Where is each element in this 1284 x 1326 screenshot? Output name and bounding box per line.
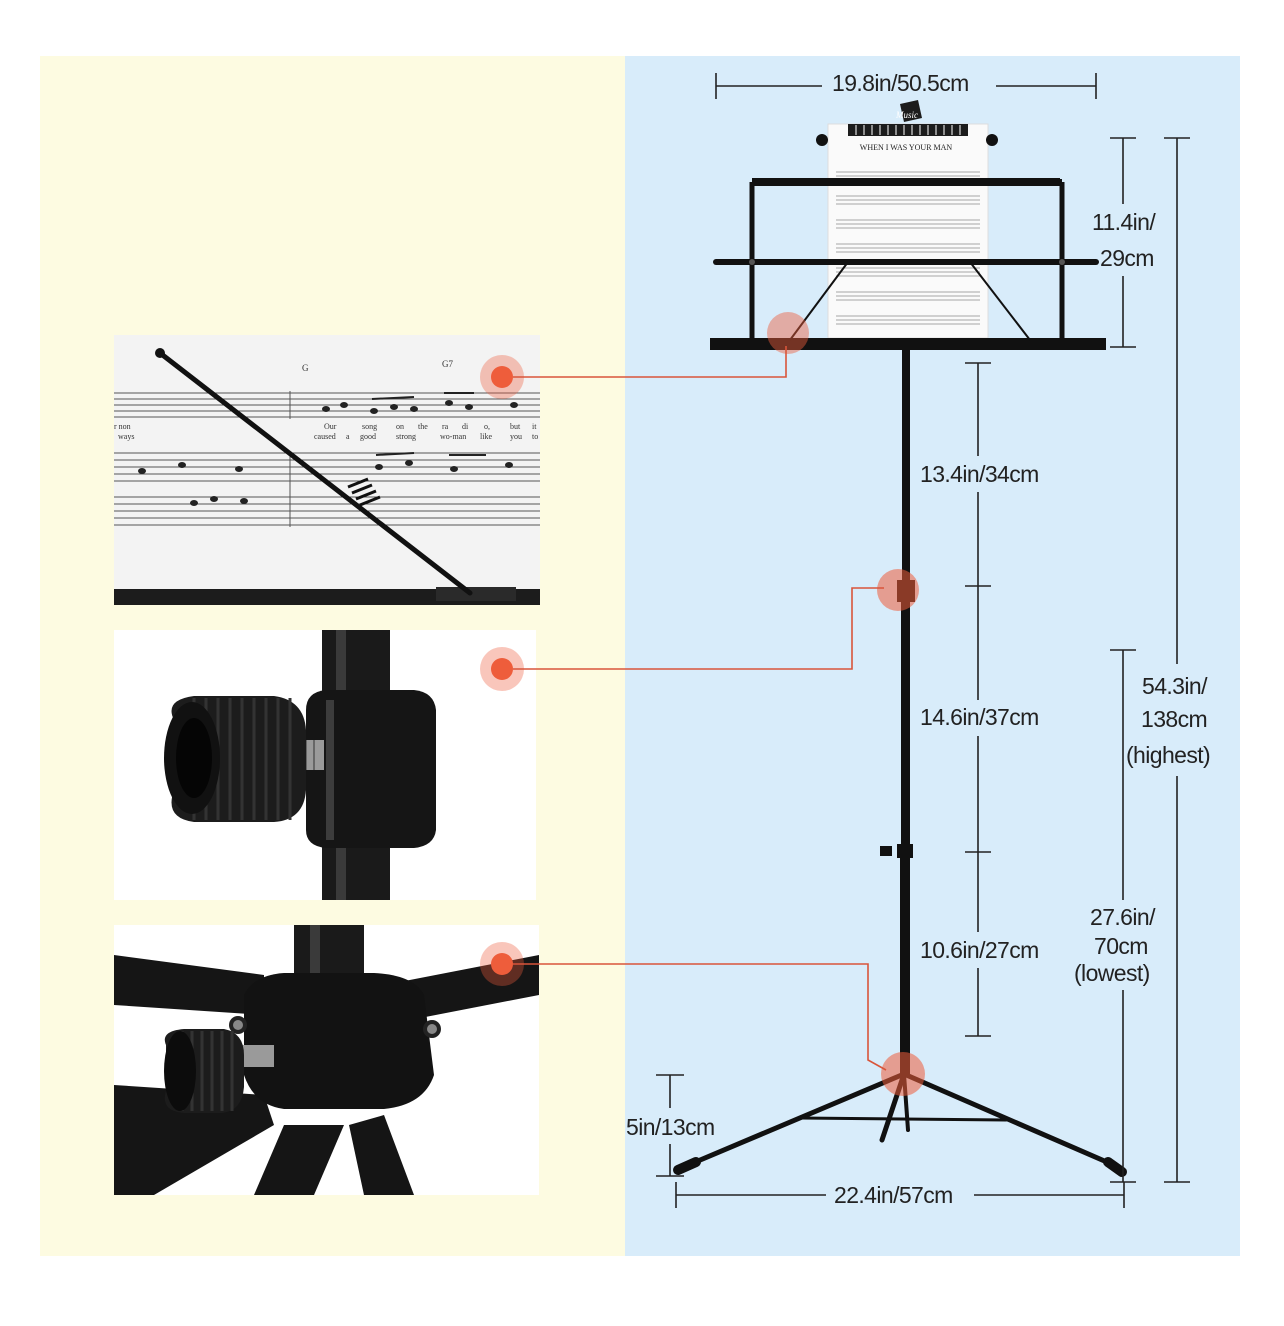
dimension-lower-tube: 10.6in/27cm (920, 937, 1039, 963)
dimension-total-highest-line3: (highest) (1126, 742, 1211, 768)
chord-label-g7: G7 (442, 359, 453, 369)
lyric: but (510, 422, 521, 431)
height-knob-illustration (114, 630, 536, 900)
dimension-upper-tube: 13.4in/34cm (920, 461, 1039, 487)
lyric: good (360, 432, 376, 441)
dimension-leg-height: 5in/13cm (626, 1114, 715, 1140)
dimension-lines (656, 73, 1190, 1208)
marker-height-knob (877, 569, 919, 611)
lyric: it (532, 422, 537, 431)
dimension-middle-tube: 14.6in/37cm (920, 704, 1039, 730)
lyric: you (510, 432, 522, 441)
marker-tripod-joint (881, 1052, 925, 1096)
lyric: song (362, 422, 377, 431)
dimension-total-lowest-line2: 70cm (1094, 933, 1148, 959)
tripod-base (673, 1071, 1127, 1177)
sheet-song-title: WHEN I WAS YOUR MAN (860, 143, 953, 152)
lyric: like (480, 432, 492, 441)
lyric: the (418, 422, 428, 431)
stand-shaft (880, 350, 915, 1074)
sheet-logo: Music (895, 110, 918, 120)
lyric: di (462, 422, 469, 431)
lyric: caused (314, 432, 336, 441)
detail-photo-height-knob (114, 630, 536, 900)
lyric: Our (324, 422, 337, 431)
callout-markers (480, 312, 925, 1096)
lyric: r non (114, 422, 131, 431)
dimension-total-lowest-line3: (lowest) (1074, 960, 1150, 986)
detail-photo-sheet-arm: G G7 r non Our song on the ra di o, but … (114, 335, 540, 605)
marker-desk-arm (767, 312, 809, 354)
dimension-total-highest-line2: 138cm (1141, 706, 1208, 732)
sheet-arm-illustration: G G7 r non Our song on the ra di o, but … (114, 335, 540, 605)
lyric: o, (484, 422, 490, 431)
lyric: strong (396, 432, 416, 441)
dimension-desk-width: 19.8in/50.5cm (832, 70, 969, 96)
lyric: on (396, 422, 404, 431)
lyric: ways (118, 432, 134, 441)
dimension-desk-height-line2: 29cm (1100, 245, 1154, 271)
lyric: ra (442, 422, 449, 431)
dimension-total-highest-line1: 54.3in/ (1142, 673, 1207, 699)
desk-frame (710, 134, 1106, 350)
leader-lines (513, 346, 887, 1071)
dimension-base-width: 22.4in/57cm (834, 1182, 953, 1208)
lyric: wo-man (440, 432, 466, 441)
lyric: to (532, 432, 538, 441)
music-sheet: Music WHEN I WAS YOUR MAN (827, 100, 989, 339)
dimension-total-lowest-line1: 27.6in/ (1090, 904, 1155, 930)
chord-label-g: G (302, 363, 309, 373)
dimension-desk-height-line1: 11.4in/ (1092, 209, 1156, 235)
lyric: a (346, 432, 350, 441)
